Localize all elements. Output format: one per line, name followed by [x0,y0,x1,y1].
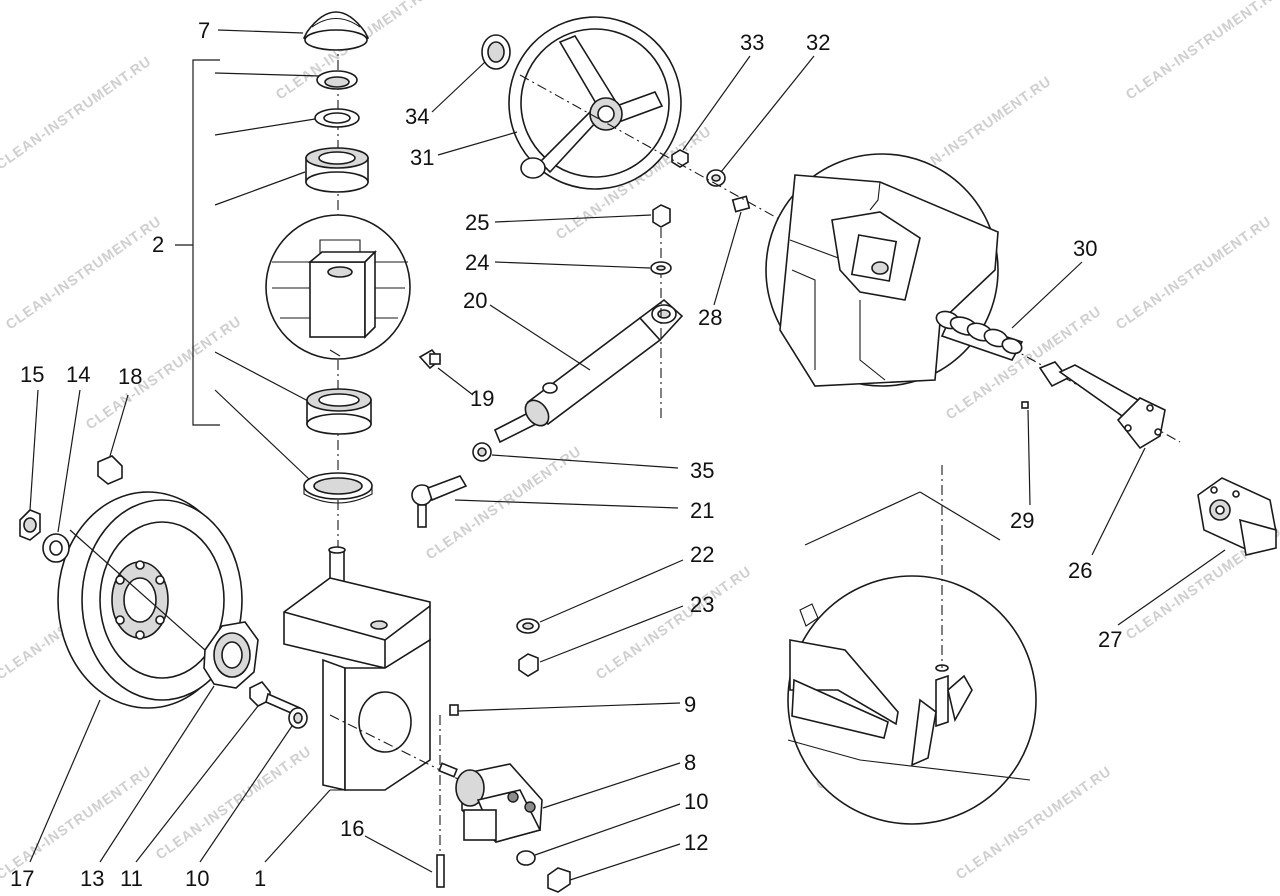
callout-19: 19 [470,386,494,411]
pin-16 [436,715,445,888]
callout-13: 13 [80,866,104,891]
steering-axis [519,74,1181,443]
nut-12 [547,867,571,893]
callout-27: 27 [1098,627,1122,652]
callout-15: 15 [20,362,44,387]
callout-24: 24 [465,250,489,275]
washer-10-left [288,707,308,729]
steering-wheel-31 [508,16,682,190]
dashboard-detail-circle [765,153,999,387]
key-9 [449,704,459,716]
callout-12: 12 [684,830,708,855]
washer-10-right [516,850,536,866]
assembly-bracket-2 [175,59,321,481]
watermark: CLEAN-INSTRUMENT.RU [1113,213,1275,333]
callout-11: 11 [120,866,143,891]
callout-22: 22 [690,542,714,567]
watermark: CLEAN-INSTRUMENT.RU [0,53,154,173]
callout-25: 25 [465,210,489,235]
watermark: CLEAN-INSTRUMENT.RU [593,563,755,683]
wheel-flange-13 [203,621,259,689]
seal-ring [303,472,373,504]
callout-26: 26 [1068,558,1092,583]
washer-ring [314,108,360,128]
wheel-axis-line [69,529,206,651]
watermark: CLEAN-INSTRUMENT.RU [3,213,165,333]
hydraulic-motor-8 [329,714,543,843]
lower-bearing [306,388,372,435]
callout-31: 31 [410,145,434,170]
callout-20: 20 [463,288,487,313]
watermark: CLEAN-INSTRUMENT.RU [1123,0,1280,102]
callout-8: 8 [684,750,696,775]
dust-cap-7 [302,11,370,51]
washer-24 [650,261,672,275]
callout-10-right: 10 [684,789,708,814]
watermark: CLEAN-INSTRUMENT.RU [0,763,154,883]
frame-detail-circle [265,214,411,360]
callout-9: 9 [684,692,696,717]
cap-34 [481,34,511,70]
washer-14 [42,533,70,563]
bearing-ring-small [316,70,358,90]
steering-unit-27 [1197,477,1277,556]
callout-29: 29 [1010,508,1034,533]
nut-15 [19,509,41,541]
callout-7: 7 [198,18,210,43]
callout-10-left: 10 [185,866,209,891]
watermark: CLEAN-INSTRUMENT.RU [273,0,435,102]
callout-35: 35 [690,458,714,483]
callout-labels: 7 2 34 31 33 32 25 24 20 28 30 19 15 14 … [10,18,1122,891]
fitting-19 [418,348,442,370]
tie-rod-end-21 [411,475,468,528]
nut-25 [652,204,671,228]
callout-23: 23 [690,592,714,617]
callout-17: 17 [10,866,34,891]
callout-30: 30 [1073,236,1097,261]
callout-33: 33 [740,30,764,55]
steering-column-26 [1038,361,1166,450]
callout-2: 2 [152,232,164,257]
washer-22 [516,618,540,634]
callout-28: 28 [698,305,722,330]
nut-33 [671,149,689,168]
key-28 [731,195,751,213]
mount-detail-circle [787,575,1037,825]
callout-34: 34 [405,104,429,129]
watermark: CLEAN-INSTRUMENT.RU [423,443,585,563]
nut-23 [518,653,539,677]
nut-35 [472,442,492,462]
callout-18: 18 [118,364,142,389]
upper-bearing [305,147,369,193]
callout-1: 1 [254,866,266,891]
leader-lines [29,29,1226,881]
bolt-18 [97,455,123,485]
callout-32: 32 [806,30,830,55]
callout-16: 16 [340,816,364,841]
wheel-17 [57,491,243,709]
callout-14: 14 [66,362,90,387]
wheel-housing-1 [283,546,431,792]
washer-32 [706,169,726,187]
callout-21: 21 [690,498,714,523]
pin-29 [1021,401,1029,409]
hydraulic-cylinder-20 [493,298,684,444]
watermark: CLEAN-INSTRUMENT.RU [153,743,315,863]
rubber-boot-30 [935,310,1024,361]
watermark: CLEAN-INSTRUMENT.RU [83,313,245,433]
